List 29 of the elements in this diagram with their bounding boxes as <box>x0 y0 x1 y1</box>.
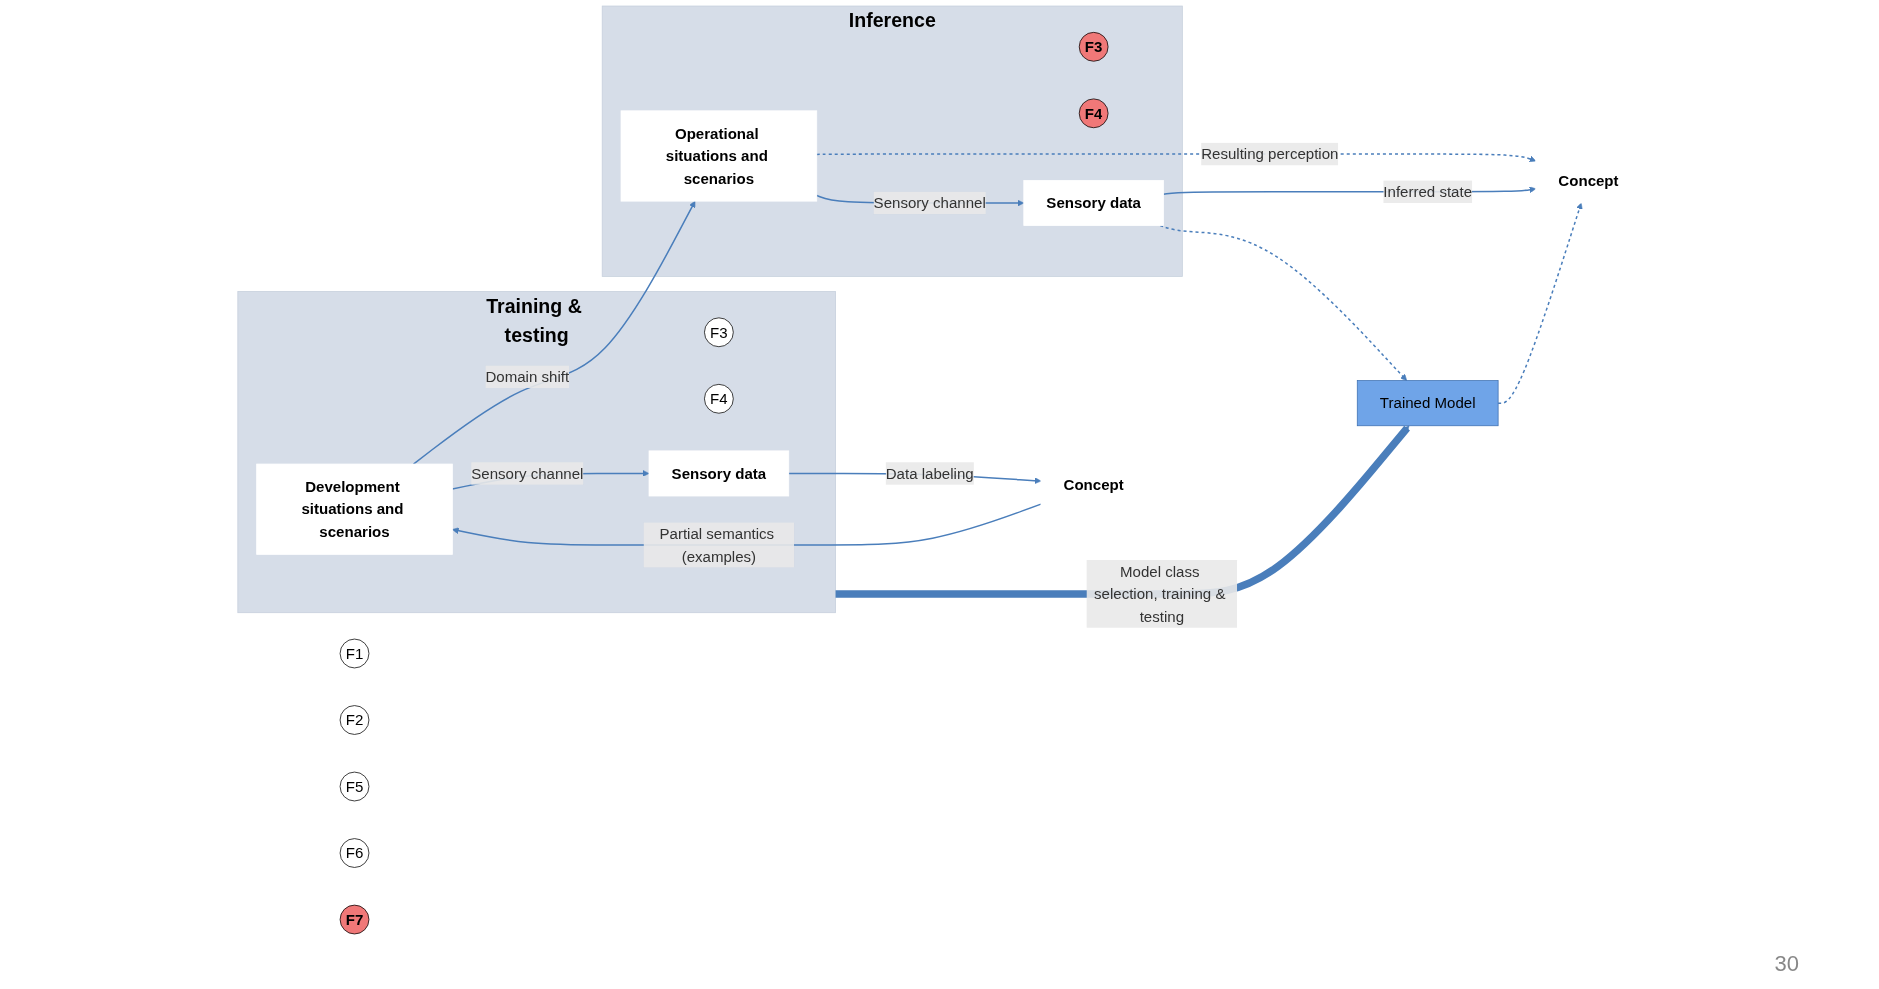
arrow <box>835 425 1410 598</box>
node-circle: F6 <box>339 838 370 868</box>
node-box: Sensory data <box>1023 180 1164 226</box>
node-circle: F4 <box>1078 98 1109 129</box>
node-circle: F1 <box>339 638 370 669</box>
edge-label: Sensory channel <box>471 465 584 482</box>
node-text: Concept <box>1558 172 1619 189</box>
node-box: Operational situations and scenarios <box>620 110 818 202</box>
page-number: 30 <box>1774 951 1799 976</box>
node-circle: F2 <box>339 705 370 735</box>
node-text: Concept <box>1063 476 1124 494</box>
node-circle: F3 <box>1078 32 1109 62</box>
node-box: Development situations and scenarios <box>256 463 453 555</box>
arrow <box>1497 202 1583 404</box>
node-circle: F4 <box>704 383 734 414</box>
edge-label: Sensory channel <box>873 194 986 212</box>
edge-label: Partial semantics (examples) <box>659 525 775 565</box>
edge-label: Inferred state <box>1383 183 1473 201</box>
node-box: Sensory data <box>648 450 790 497</box>
edge-label: Domain shift <box>485 368 570 386</box>
node-circle: F3 <box>704 317 734 348</box>
node-box: Trained Model <box>1356 380 1499 427</box>
node-circle: F7 <box>339 904 370 935</box>
edge-label: Data labeling <box>885 465 974 482</box>
edge-label: Resulting perception <box>1201 145 1339 163</box>
arrow <box>1159 224 1408 381</box>
node-circle: F5 <box>339 771 370 802</box>
edge-label: Model class selection, training & testing <box>1094 563 1226 625</box>
arrow <box>412 200 696 465</box>
